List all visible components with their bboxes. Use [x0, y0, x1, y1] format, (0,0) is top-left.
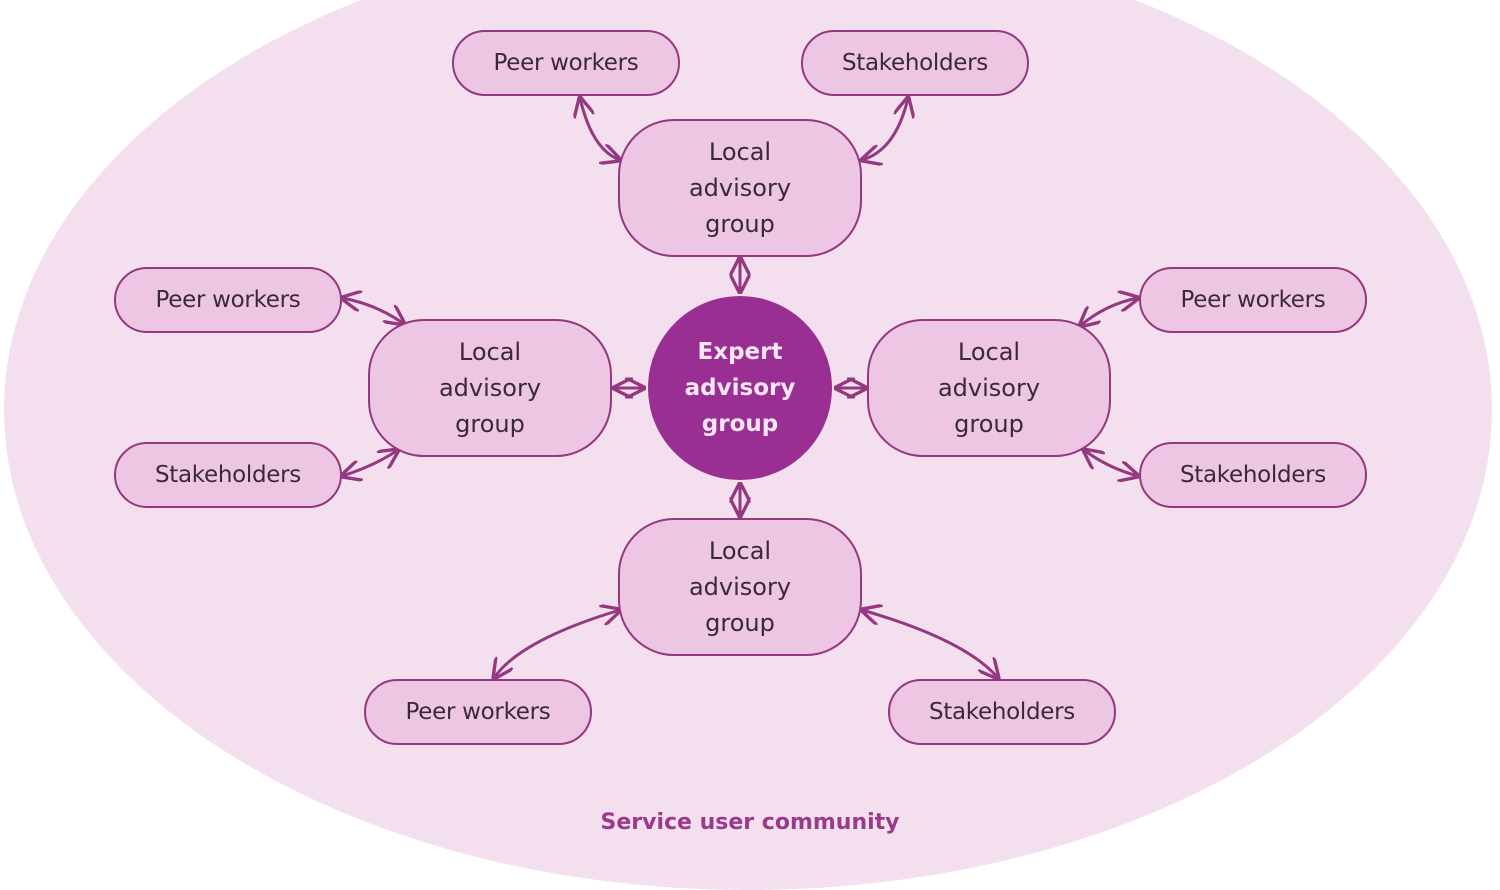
- node-label: Stakeholders: [842, 50, 988, 76]
- arrow-right-local-stake: [1084, 450, 1138, 476]
- node-label: Peer workers: [1180, 287, 1326, 313]
- bottom-peer-workers-node: Peer workers: [364, 679, 592, 745]
- center-label-line: advisory: [684, 375, 796, 401]
- right-local-advisory-group-node: Local advisory group: [867, 319, 1111, 457]
- node-label-line: Local: [708, 537, 772, 565]
- node-label-line: advisory: [688, 573, 792, 601]
- arrow-right-local-peer: [1080, 298, 1138, 326]
- center-label-line: group: [701, 411, 779, 437]
- node-label-line: Local: [458, 338, 522, 366]
- node-label-line: advisory: [937, 374, 1041, 402]
- node-label-line: advisory: [438, 374, 542, 402]
- node-label-line: Local: [708, 138, 772, 166]
- node-label-line: group: [455, 410, 525, 438]
- arrow-top-local-peer: [580, 98, 620, 160]
- node-label-line: group: [705, 609, 775, 637]
- top-peer-workers-node: Peer workers: [452, 30, 680, 96]
- right-peer-workers-node: Peer workers: [1139, 267, 1367, 333]
- top-stakeholders-node: Stakeholders: [801, 30, 1029, 96]
- arrow-left-local-stake: [342, 450, 398, 476]
- arrow-bottom-local-peer: [494, 610, 620, 678]
- node-label: Peer workers: [493, 50, 639, 76]
- arrow-left-local-peer: [342, 298, 404, 324]
- bottom-stakeholders-node: Stakeholders: [888, 679, 1116, 745]
- service-user-community-label: Service user community: [600, 810, 900, 835]
- connector-layer: [0, 0, 1500, 844]
- node-label-line: advisory: [688, 174, 792, 202]
- top-local-advisory-group-node: Local advisory group: [618, 119, 862, 257]
- node-label: Peer workers: [405, 699, 551, 725]
- node-label: Stakeholders: [929, 699, 1075, 725]
- arrow-bottom-local-stake: [862, 610, 998, 678]
- left-local-advisory-group-node: Local advisory group: [368, 319, 612, 457]
- arrow-top-local-stake: [862, 98, 908, 160]
- node-label-line: group: [705, 210, 775, 238]
- node-label-line: group: [954, 410, 1024, 438]
- expert-advisory-group-node: Expert advisory group: [648, 296, 832, 480]
- right-stakeholders-node: Stakeholders: [1139, 442, 1367, 508]
- center-label-line: Expert: [697, 339, 783, 365]
- node-label: Stakeholders: [1180, 462, 1326, 488]
- left-stakeholders-node: Stakeholders: [114, 442, 342, 508]
- node-label-line: Local: [957, 338, 1021, 366]
- bottom-local-advisory-group-node: Local advisory group: [618, 518, 862, 656]
- node-label: Stakeholders: [155, 462, 301, 488]
- left-peer-workers-node: Peer workers: [114, 267, 342, 333]
- node-label: Peer workers: [155, 287, 301, 313]
